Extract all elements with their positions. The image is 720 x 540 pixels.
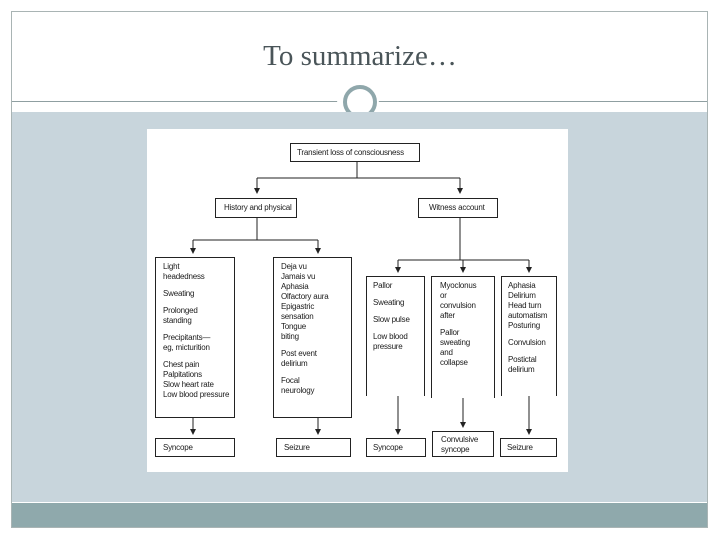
witness-syncope-features: Pallor Sweating Slow pulse Low blood pre…	[373, 281, 425, 352]
feature-text: headedness	[163, 272, 205, 281]
feature-text: Aphasia	[508, 281, 536, 290]
outcome-convulsive-syncope: Convulsive syncope	[432, 431, 494, 457]
feature-text: Head turn	[508, 301, 542, 310]
outcome-label: Seizure	[284, 443, 310, 452]
outcome-seizure-witness: Seizure	[500, 438, 557, 457]
feature-text: Light	[163, 262, 180, 271]
feature-text: Tongue	[281, 322, 307, 331]
feature-text: Deja vu	[281, 262, 307, 271]
feature-text: Epigastric	[281, 302, 315, 311]
outcome-label: Syncope	[163, 443, 193, 452]
witness-convulsive-features: Myoclonus or convulsion after Pallor swe…	[440, 281, 494, 368]
feature-text: Slow pulse	[373, 315, 410, 324]
feature-text: Posturing	[508, 321, 540, 330]
outcome-line: syncope	[441, 445, 470, 454]
feature-text: Chest pain	[163, 360, 200, 369]
feature-text: convulsion	[440, 301, 476, 310]
feature-text: Convulsion	[508, 338, 546, 347]
feature-text: Sweating	[163, 289, 195, 298]
feature-text: delirium	[281, 359, 308, 368]
history-seizure-box: Deja vu Jamais vu Aphasia Olfactory aura…	[273, 257, 352, 418]
feature-text: Focal	[281, 376, 300, 385]
feature-text: Prolonged	[163, 306, 198, 315]
feature-text: sweating	[440, 338, 470, 347]
outcome-line: Convulsive	[441, 435, 479, 444]
history-syncope-box: Light headedness Sweating Prolonged stan…	[155, 257, 235, 418]
feature-text: standing	[163, 316, 192, 325]
feature-text: eg, micturition	[163, 343, 210, 352]
outcome-label: Convulsive syncope	[441, 435, 478, 455]
outcome-seizure-history: Seizure	[276, 438, 351, 457]
feature-text: collapse	[440, 358, 468, 367]
feature-text: Precipitants—	[163, 333, 211, 342]
feature-text: Pallor	[440, 328, 460, 337]
history-label: History and physical	[224, 203, 292, 212]
feature-text: Delirium	[508, 291, 536, 300]
feature-text: Sweating	[373, 298, 405, 307]
feature-text: or	[440, 291, 447, 300]
history-syncope-features: Light headedness Sweating Prolonged stan…	[163, 262, 235, 400]
witness-convulsive-box: Myoclonus or convulsion after Pallor swe…	[431, 276, 495, 398]
slide-frame	[11, 11, 708, 528]
title-rule-left	[12, 101, 342, 102]
flowchart-image	[147, 129, 568, 472]
outcome-label: Syncope	[373, 443, 403, 452]
feature-text: Olfactory aura	[281, 292, 329, 301]
feature-text: Palpitations	[163, 370, 202, 379]
slide-title: To summarize…	[263, 40, 457, 72]
witness-seizure-box: Aphasia Delirium Head turn automatism Po…	[501, 276, 557, 396]
feature-text: Low blood	[373, 332, 408, 341]
feature-text: neurology	[281, 386, 315, 395]
feature-text: biting	[281, 332, 299, 341]
feature-text: Slow heart rate	[163, 380, 214, 389]
witness-seizure-features: Aphasia Delirium Head turn automatism Po…	[508, 281, 558, 375]
feature-text: delirium	[508, 365, 535, 374]
feature-text: automatism	[508, 311, 548, 320]
outcome-syncope-witness: Syncope	[366, 438, 426, 457]
feature-text: Jamais vu	[281, 272, 316, 281]
root-node: Transient loss of consciousness	[290, 143, 420, 162]
feature-text: Myoclonus	[440, 281, 477, 290]
feature-text: Post event	[281, 349, 317, 358]
outcome-label: Seizure	[507, 443, 533, 452]
witness-label: Witness account	[429, 203, 485, 212]
title-rule-right	[378, 101, 707, 102]
feature-text: Low blood pressure	[163, 390, 230, 399]
root-label: Transient loss of consciousness	[297, 148, 404, 157]
feature-text: pressure	[373, 342, 403, 351]
outcome-syncope-history: Syncope	[155, 438, 235, 457]
history-node: History and physical	[215, 198, 297, 218]
feature-text: and	[440, 348, 453, 357]
feature-text: Aphasia	[281, 282, 309, 291]
feature-text: Pallor	[373, 281, 393, 290]
witness-syncope-box: Pallor Sweating Slow pulse Low blood pre…	[366, 276, 425, 396]
feature-text: after	[440, 311, 456, 320]
history-seizure-features: Deja vu Jamais vu Aphasia Olfactory aura…	[281, 262, 351, 396]
feature-text: sensation	[281, 312, 314, 321]
feature-text: Postictal	[508, 355, 537, 364]
footer-bar	[12, 503, 707, 527]
witness-node: Witness account	[418, 198, 498, 218]
